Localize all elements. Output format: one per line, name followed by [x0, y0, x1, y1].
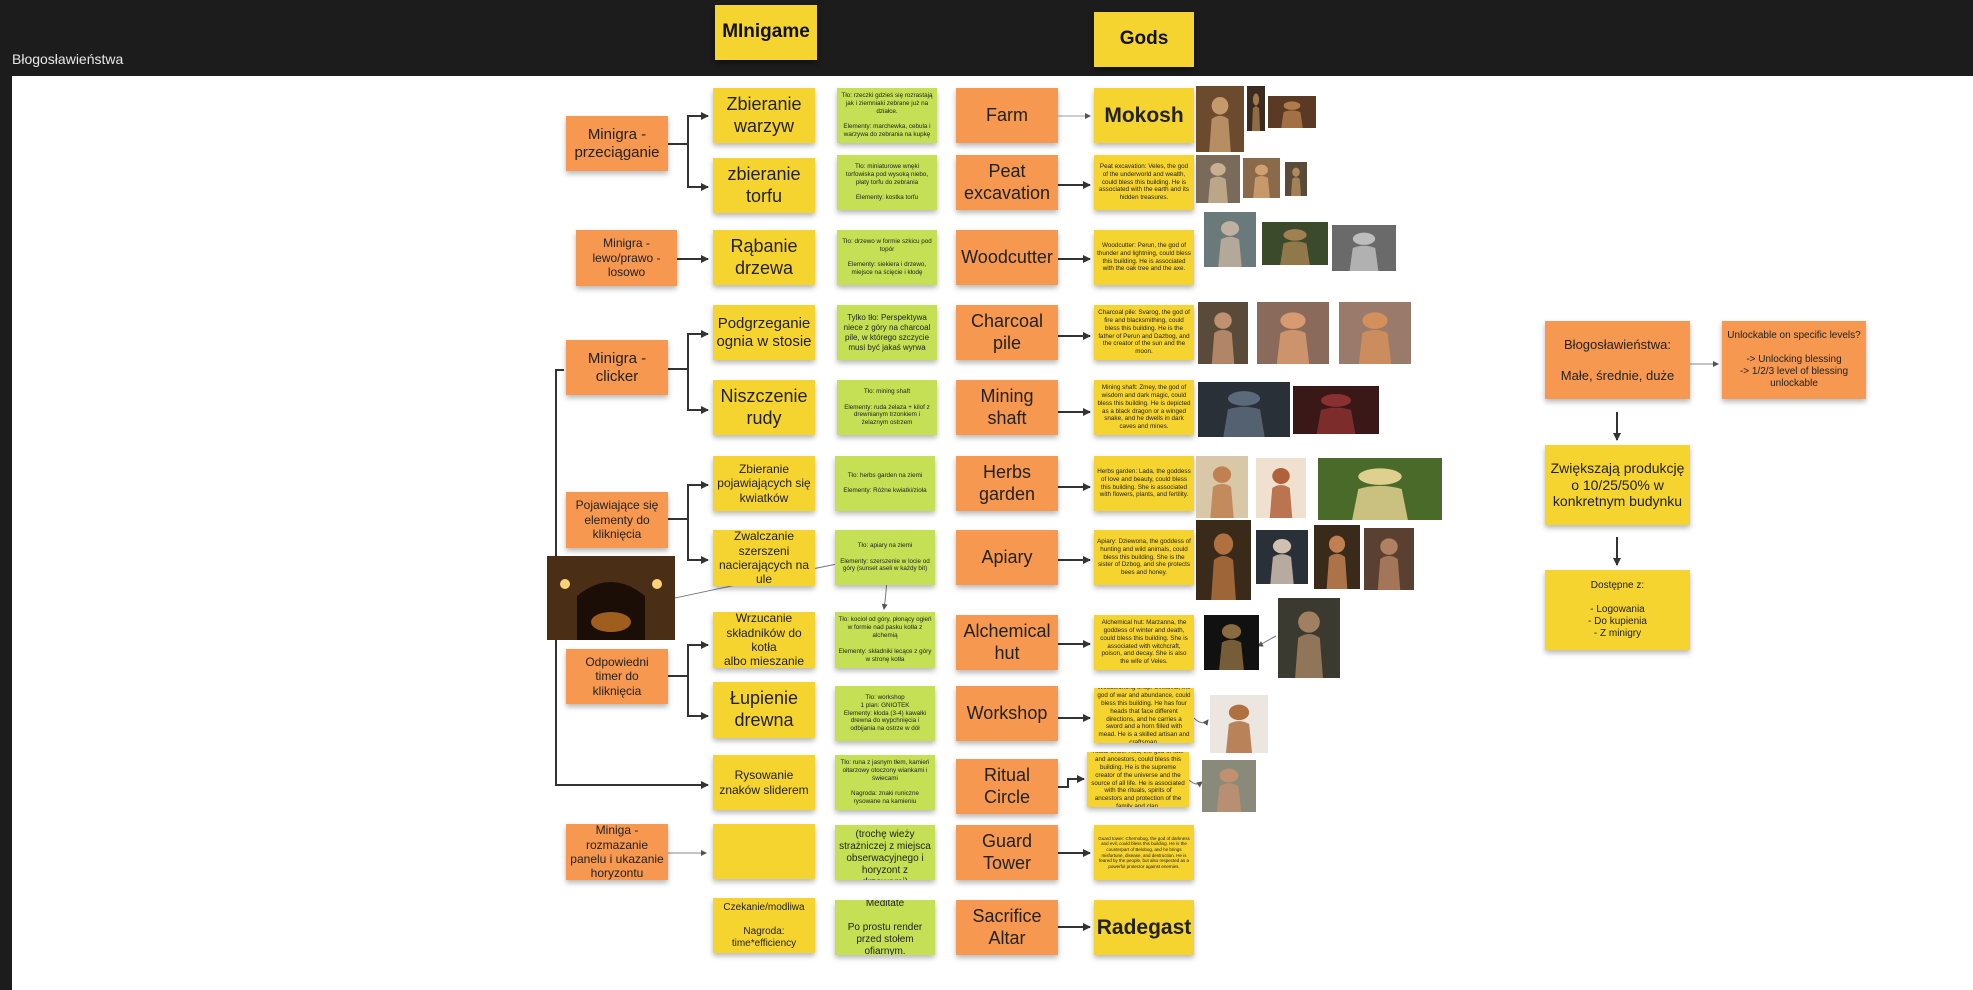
reference-photo[interactable]: [1285, 162, 1307, 196]
description-note[interactable]: Tylko tło: Perspektywa niece z góry na c…: [837, 305, 937, 360]
description-note[interactable]: Tło: apiary na ziemi Elementy: szerszeni…: [835, 530, 935, 585]
building-note[interactable]: Farm: [956, 88, 1058, 143]
reference-photo[interactable]: [1332, 225, 1396, 271]
fireplace-photo[interactable]: [547, 556, 675, 640]
building-note[interactable]: Alchemical hut: [956, 615, 1058, 670]
description-note[interactable]: Tło: workshop 1 plan: GNIOTEK Elementy: …: [835, 686, 935, 741]
minigame-note[interactable]: Łupienie drewna: [713, 682, 815, 738]
reference-photo[interactable]: [1262, 222, 1328, 265]
minigame-note[interactable]: Podgrzeganie ognia w stosie: [713, 305, 815, 360]
reference-photo[interactable]: [1314, 525, 1360, 589]
reference-photo[interactable]: [1247, 86, 1265, 131]
god-note[interactable]: Alchemical hut: Marzanna, the goddess of…: [1094, 615, 1194, 670]
description-note[interactable]: Meditate Po prostu render przed stołem o…: [835, 900, 935, 955]
reference-photo[interactable]: [1196, 456, 1248, 518]
minigame-note[interactable]: Zbieranie pojawiających się kwiatków: [713, 456, 815, 511]
building-note[interactable]: Apiary: [956, 530, 1058, 585]
god-note[interactable]: Guard tower: Chernobog, the god of darkn…: [1094, 825, 1194, 880]
description-note[interactable]: Tło: runa z jasnym tłem, kamień ołtarzow…: [835, 755, 935, 810]
reference-photo[interactable]: [1243, 158, 1280, 198]
description-note[interactable]: Tło: miniaturowe wnęki torfowiska pod wy…: [837, 155, 937, 210]
minigame-type-horizon[interactable]: Miniga - rozmazanie panelu i ukazanie ho…: [566, 824, 668, 880]
minigame-type-left-right[interactable]: Minigra - lewo/prawo - losowo: [576, 230, 677, 286]
minigame-type-timer[interactable]: Odpowiedni timer do kliknięcia: [566, 649, 668, 704]
reference-photo[interactable]: [1257, 302, 1329, 364]
reference-photo[interactable]: [1318, 458, 1442, 520]
minigame-note[interactable]: zbieranie torfu: [713, 158, 815, 213]
minigame-note[interactable]: Zbieranie warzyw: [713, 88, 815, 143]
god-note[interactable]: Woodworking shop: Svetovid, the god of w…: [1094, 688, 1194, 743]
board-title: Błogosławieństwa: [12, 51, 124, 67]
reference-photo[interactable]: [1202, 760, 1256, 812]
minigame-type-drag[interactable]: Minigra - przeciąganie: [566, 116, 668, 171]
blessings-availability-note[interactable]: Dostępne z: - Logowania - Do kupienia - …: [1545, 570, 1690, 650]
building-note[interactable]: Guard Tower: [956, 825, 1058, 880]
description-note[interactable]: Tło: herbs garden na ziemi Elementy: Róż…: [835, 456, 935, 511]
building-note[interactable]: Mining shaft: [956, 380, 1058, 435]
reference-photo[interactable]: [1339, 302, 1411, 364]
reference-photo[interactable]: [1198, 302, 1248, 364]
minigame-type-clicker[interactable]: Minigra - clicker: [566, 340, 668, 395]
reference-photo[interactable]: [1204, 615, 1259, 670]
minigame-note[interactable]: Wrzucanie składników do kotła albo miesz…: [713, 612, 815, 668]
god-note[interactable]: Charcoal pile: Svarog, the god of fire a…: [1094, 305, 1194, 360]
building-note[interactable]: Sacrifice Altar: [956, 900, 1058, 955]
blessings-unlock-note[interactable]: Unlockable on specific levels? -> Unlock…: [1722, 321, 1866, 399]
god-note[interactable]: Peat excavation: Veles, the god of the u…: [1094, 155, 1194, 210]
reference-photo[interactable]: [1196, 520, 1251, 600]
blessings-sizes-note[interactable]: Błogosławieństwa: Małe, średnie, duże: [1545, 321, 1690, 399]
reference-photo[interactable]: [1364, 528, 1414, 590]
minigame-note[interactable]: Zwalczanie szerszeni nacierających na ul…: [713, 530, 815, 586]
building-note[interactable]: Herbs garden: [956, 456, 1058, 511]
reference-photo[interactable]: [1268, 96, 1316, 128]
building-note[interactable]: Woodcutter: [956, 230, 1058, 285]
description-note[interactable]: Tło: drzewo w formie szkicu pod topór El…: [837, 230, 937, 285]
god-note[interactable]: Mokosh: [1094, 88, 1194, 143]
reference-photo[interactable]: [1198, 382, 1290, 437]
god-note[interactable]: Herbs garden: Lada, the goddess of love …: [1094, 456, 1194, 511]
god-note[interactable]: Woodcutter: Perun, the god of thunder an…: [1094, 230, 1194, 285]
god-note[interactable]: Apiary: Dziewona, the goddess of hunting…: [1094, 530, 1194, 585]
blessings-effect-note[interactable]: Zwiększają produkcję o 10/25/50% w konkr…: [1545, 445, 1690, 525]
minigame-note[interactable]: Rysowanie znaków sliderem: [713, 755, 815, 810]
reference-photo[interactable]: [1196, 155, 1240, 203]
god-note[interactable]: Mining shaft: Zmey, the god of wisdom an…: [1094, 380, 1194, 435]
building-note[interactable]: Charcoal pile: [956, 305, 1058, 360]
minigame-note[interactable]: Rąbanie drzewa: [713, 230, 815, 285]
reference-photo[interactable]: [1210, 695, 1268, 753]
reference-photo[interactable]: [1256, 458, 1306, 518]
description-note[interactable]: Tło: mining shaft Elementy: ruda żelaza …: [837, 380, 937, 435]
header-gods[interactable]: Gods: [1094, 12, 1194, 67]
building-note[interactable]: Workshop: [956, 686, 1058, 741]
god-note[interactable]: Ritual circle: Rod, the god of fate and …: [1087, 752, 1189, 807]
reference-photo[interactable]: [1196, 86, 1244, 152]
minigame-type-appearing[interactable]: Pojawiające się elementy do kliknięcia: [566, 492, 668, 548]
description-note[interactable]: Tło: rzeczki gdzieś się rozrastają jak i…: [837, 88, 937, 143]
minigame-note[interactable]: Niszczenie rudy: [713, 380, 815, 435]
description-note[interactable]: GOŚĆ NA WIEŻY (trochę wieży strażniczej …: [835, 825, 935, 880]
description-note[interactable]: Tło: kocioł od góry, płonący ogień w for…: [835, 612, 935, 668]
minigame-note[interactable]: [713, 824, 815, 879]
minigame-note[interactable]: Czekanie/modliwa Nagroda: time*efficienc…: [713, 898, 815, 953]
god-note[interactable]: Radegast: [1094, 900, 1194, 955]
header-minigame[interactable]: MInigame: [715, 5, 817, 60]
reference-photo[interactable]: [1256, 530, 1308, 584]
reference-photo[interactable]: [1204, 212, 1256, 267]
building-note[interactable]: Ritual Circle: [956, 759, 1058, 814]
building-note[interactable]: Peat excavation: [956, 155, 1058, 210]
reference-photo[interactable]: [1278, 598, 1340, 678]
reference-photo[interactable]: [1293, 386, 1379, 434]
